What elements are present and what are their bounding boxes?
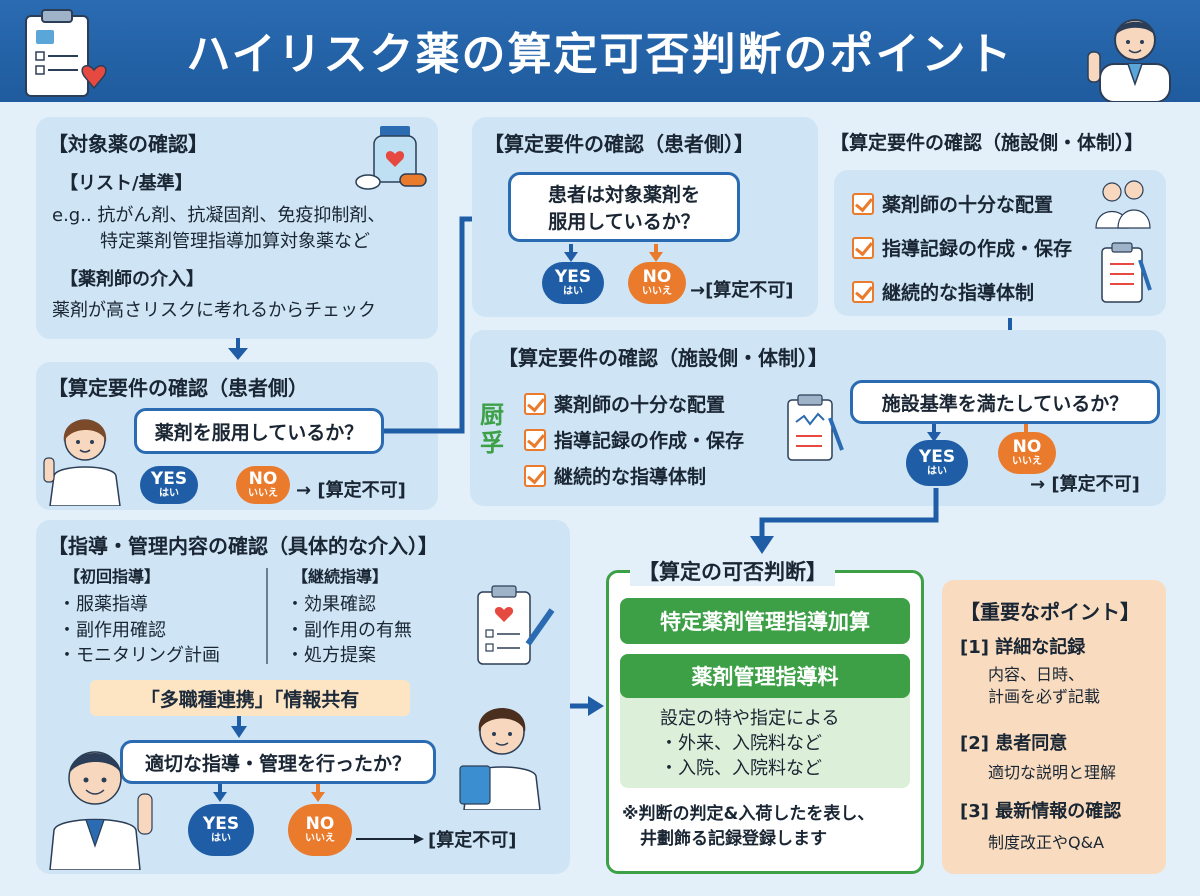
arrow-right-to-final bbox=[570, 696, 604, 716]
checklist-item-pharmacist-staffing: 薬剤師の十分な配置 bbox=[852, 190, 1053, 217]
arrow-connector-to-final bbox=[750, 488, 939, 554]
point-3-detail: 制度改正やQ&A bbox=[988, 833, 1105, 852]
clipboard-check-icon bbox=[1101, 242, 1152, 303]
facility-requirement-title: 【算定要件の確認（施設側・体制）】 bbox=[498, 346, 828, 370]
key-points-title: 【重要なポイント】 bbox=[960, 600, 1140, 624]
checklist-item-continuous-guidance: 継続的な指導体制 bbox=[852, 278, 1034, 305]
list-item: ・副作用の有無 bbox=[286, 619, 412, 641]
doctor-pointing-icon bbox=[1087, 19, 1171, 102]
pharmacist-woman-icon bbox=[43, 419, 121, 506]
point-3-title: [3] 最新情報の確認 bbox=[960, 801, 1122, 822]
result-not-billable-facility: → [算定不可] bbox=[1030, 474, 1140, 495]
page-title: ハイリスク薬の算定可否判断のポイント bbox=[186, 29, 1014, 80]
arrow-to-no-guidance bbox=[311, 784, 325, 802]
initial-guidance-list: ・服薬指導 ・副作用確認 ・モニタリング計画 bbox=[58, 592, 220, 669]
pharmacist-woman-folder-icon bbox=[459, 708, 541, 810]
question-facility-standards: 施設基準を満たしているか？ bbox=[850, 380, 1160, 424]
checklist-item-continuous-guidance-2: 継続的な指導体制 bbox=[524, 462, 706, 489]
header-bar bbox=[0, 0, 1200, 102]
result-not-billable-patient: →[算定不可] bbox=[690, 280, 794, 301]
side-label: 厨孚 bbox=[480, 401, 504, 457]
clipboard-heart-pen-icon bbox=[477, 585, 555, 665]
pharmacist-intervention-title: 【薬剤師の介入】 bbox=[60, 269, 204, 290]
checkbox-icon bbox=[852, 280, 874, 303]
checklist-item-records: 指導記録の作成・保存 bbox=[852, 234, 1072, 261]
key-points-panel bbox=[942, 580, 1166, 874]
list-item: ・モニタリング計画 bbox=[58, 645, 220, 667]
judgment-note: ※判断の判定&入荷したを表し、 井劃飾る記録登録します bbox=[622, 804, 875, 849]
question-patient-taking-drug: 患者は対象薬剤を服用しているか？ bbox=[508, 172, 740, 242]
doctor-waving-icon bbox=[49, 751, 153, 870]
point-1-detail: 内容、日時、計画を必ず記載 bbox=[988, 665, 1101, 707]
target-drug-title: 【対象薬の確認】 bbox=[48, 132, 208, 156]
question-appropriate-guidance: 適切な指導・管理を行ったか？ bbox=[120, 740, 436, 784]
arrow-to-no bbox=[649, 244, 663, 262]
checkbox-icon bbox=[852, 192, 874, 215]
list-criteria-title: 【リスト/基準】 bbox=[60, 173, 193, 194]
arrow-to-yes-facility bbox=[927, 424, 941, 442]
fee-conditions: 設定の特や指定による ・外来、入院料など ・入院、入院料など bbox=[660, 708, 840, 780]
checklist-item-records-2: 指導記録の作成・保存 bbox=[524, 426, 744, 453]
arrow-to-yes-guidance bbox=[213, 784, 227, 802]
initial-guidance-title: 【初回指導】 bbox=[64, 567, 161, 586]
guidance-content-title: 【指導・管理内容の確認（具体的な介入）】 bbox=[48, 534, 438, 558]
arrow-right-result bbox=[356, 834, 424, 844]
result-not-billable: → [算定不可] bbox=[296, 480, 406, 501]
point-2-title: [2] 患者同意 bbox=[960, 733, 1068, 754]
list-item: ・効果確認 bbox=[286, 594, 376, 615]
drug-guidance-fee: 薬剤管理指導料 bbox=[620, 654, 910, 698]
arrow-down-guidance bbox=[231, 716, 247, 738]
list-criteria-line1: e.g.. 抗がん剤、抗凝固剤、免疫抑制剤、 bbox=[52, 205, 386, 226]
checkbox-icon bbox=[524, 392, 546, 415]
point-2-detail: 適切な説明と理解 bbox=[988, 763, 1117, 782]
arrow-to-yes bbox=[564, 244, 578, 262]
list-item: ・処方提案 bbox=[286, 645, 376, 667]
continuing-guidance-title: 【継続指導】 bbox=[292, 567, 389, 586]
column-divider bbox=[266, 568, 268, 664]
clipboard-chart-icon bbox=[787, 394, 844, 461]
list-criteria-line2: 特定薬剤管理指導加算対象薬など bbox=[100, 231, 370, 252]
specific-drug-guidance-addition: 特定薬剤管理指導加算 bbox=[620, 598, 910, 644]
medicine-bottle-icon bbox=[355, 126, 427, 190]
result-not-billable-guidance: [算定不可] bbox=[428, 830, 517, 851]
patient-requirement-title-left: 【算定要件の確認（患者側） bbox=[48, 376, 308, 400]
target-drug-panel bbox=[36, 117, 438, 339]
collaboration-tag: 「多職種連携」「情報共有 bbox=[90, 680, 410, 716]
clipboard-heart-icon bbox=[25, 9, 107, 97]
continuing-guidance-list: ・効果確認 ・副作用の有無 ・処方提案 bbox=[286, 592, 412, 669]
list-item: ・服薬指導 bbox=[58, 594, 148, 615]
checklist-item-pharmacist-staffing-2: 薬剤師の十分な配置 bbox=[524, 390, 725, 417]
point-1-title: [1] 詳細な記録 bbox=[960, 637, 1086, 658]
arrow-down-1 bbox=[228, 338, 248, 360]
checkbox-icon bbox=[852, 236, 874, 259]
patient-requirement-title: 【算定要件の確認（患者側）】 bbox=[484, 132, 754, 156]
final-judgment-title: 【算定の可否判断】 bbox=[630, 556, 835, 586]
checkbox-icon bbox=[524, 464, 546, 487]
pharmacist-intervention-text: 薬剤が高さリスクに考れるからチェック bbox=[52, 300, 376, 321]
checkbox-icon bbox=[524, 428, 546, 451]
list-item: ・副作用確認 bbox=[58, 619, 166, 641]
facility-requirement-title-top: 【算定要件の確認（施設側・体制）】 bbox=[830, 132, 1144, 154]
question-taking-drug: 薬剤を服用しているか？ bbox=[134, 408, 384, 454]
pharmacists-pair-icon bbox=[1095, 180, 1151, 229]
